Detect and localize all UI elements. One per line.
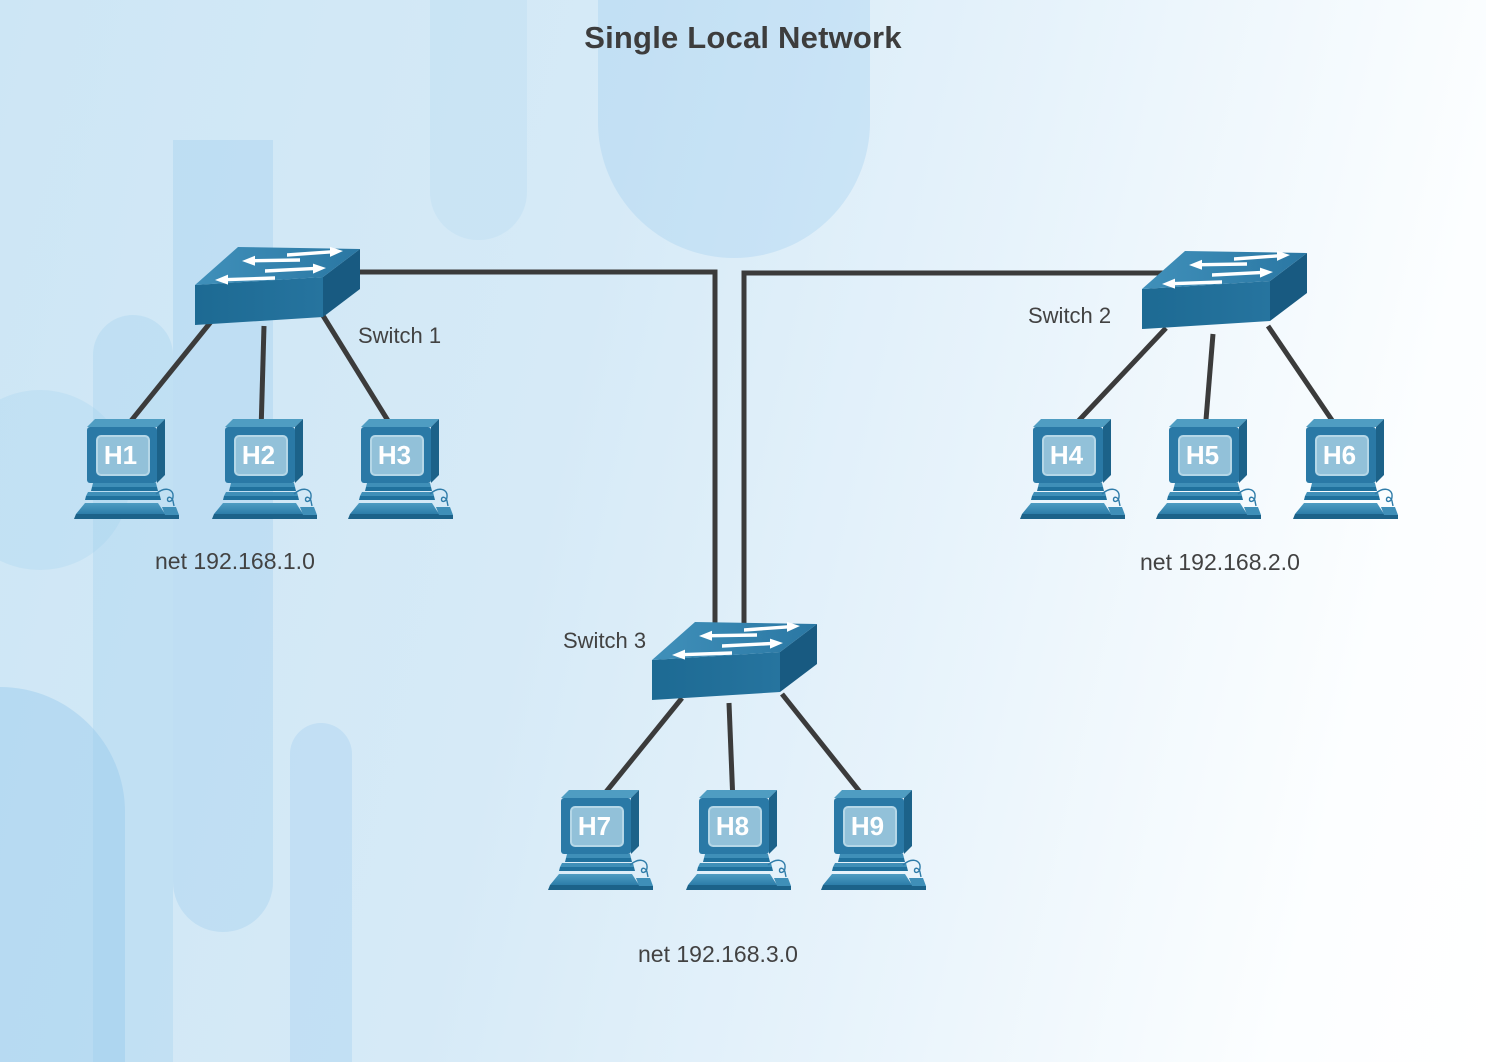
node-switch-1 — [193, 245, 365, 336]
cable-switch1-h3 — [319, 312, 398, 434]
switch-icon — [650, 620, 822, 706]
cable-switch1-switch3 — [355, 269, 718, 648]
switch-1-label: Switch 1 — [358, 323, 442, 348]
cable-switch2-h6 — [1265, 324, 1343, 434]
switch-2-label: Switch 2 — [1028, 303, 1112, 328]
cable-switch2-h4 — [1066, 326, 1168, 434]
node-switch-2 — [1140, 249, 1312, 340]
background-decoration — [290, 723, 352, 1062]
node-host-h9: H9 — [819, 789, 931, 900]
node-switch-3 — [650, 620, 822, 711]
switch-icon — [1140, 249, 1312, 335]
cable-switch3-h9 — [780, 692, 870, 804]
host-label-h3: H3 — [377, 440, 412, 470]
diagram-title: Single Local Network — [584, 20, 902, 55]
network-3-label: net 192.168.3.0 — [638, 941, 798, 967]
background-decoration — [430, 0, 527, 240]
node-host-h5: H5 — [1154, 418, 1266, 529]
node-host-h6: H6 — [1291, 418, 1403, 529]
network-2-label: net 192.168.2.0 — [1140, 549, 1300, 575]
node-host-h1: H1 — [72, 418, 184, 529]
network-1-label: net 192.168.1.0 — [155, 548, 315, 574]
cable-switch3-h7 — [595, 696, 684, 805]
host-label-h1: H1 — [103, 440, 138, 470]
host-label-h2: H2 — [241, 440, 276, 470]
cable-switch1-h2 — [258, 325, 267, 433]
cable-switch1-h1 — [120, 316, 216, 434]
node-host-h4: H4 — [1018, 418, 1130, 529]
background-decoration — [598, 0, 870, 258]
host-label-h8: H8 — [715, 811, 750, 841]
cable-switch2-switch3 — [741, 270, 1165, 648]
background-decoration — [0, 687, 125, 1062]
node-host-h3: H3 — [346, 418, 458, 529]
cable-switch2-h5 — [1202, 333, 1216, 433]
node-host-h2: H2 — [210, 418, 322, 529]
node-host-h8: H8 — [684, 789, 796, 900]
switch-icon — [193, 245, 365, 331]
node-host-h7: H7 — [546, 789, 658, 900]
host-label-h4: H4 — [1049, 440, 1084, 470]
host-label-h5: H5 — [1185, 440, 1220, 470]
host-label-h9: H9 — [850, 811, 885, 841]
switch-3-label: Switch 3 — [563, 628, 647, 653]
host-label-h6: H6 — [1322, 440, 1357, 470]
cable-switch3-h8 — [726, 702, 736, 804]
host-label-h7: H7 — [577, 811, 612, 841]
